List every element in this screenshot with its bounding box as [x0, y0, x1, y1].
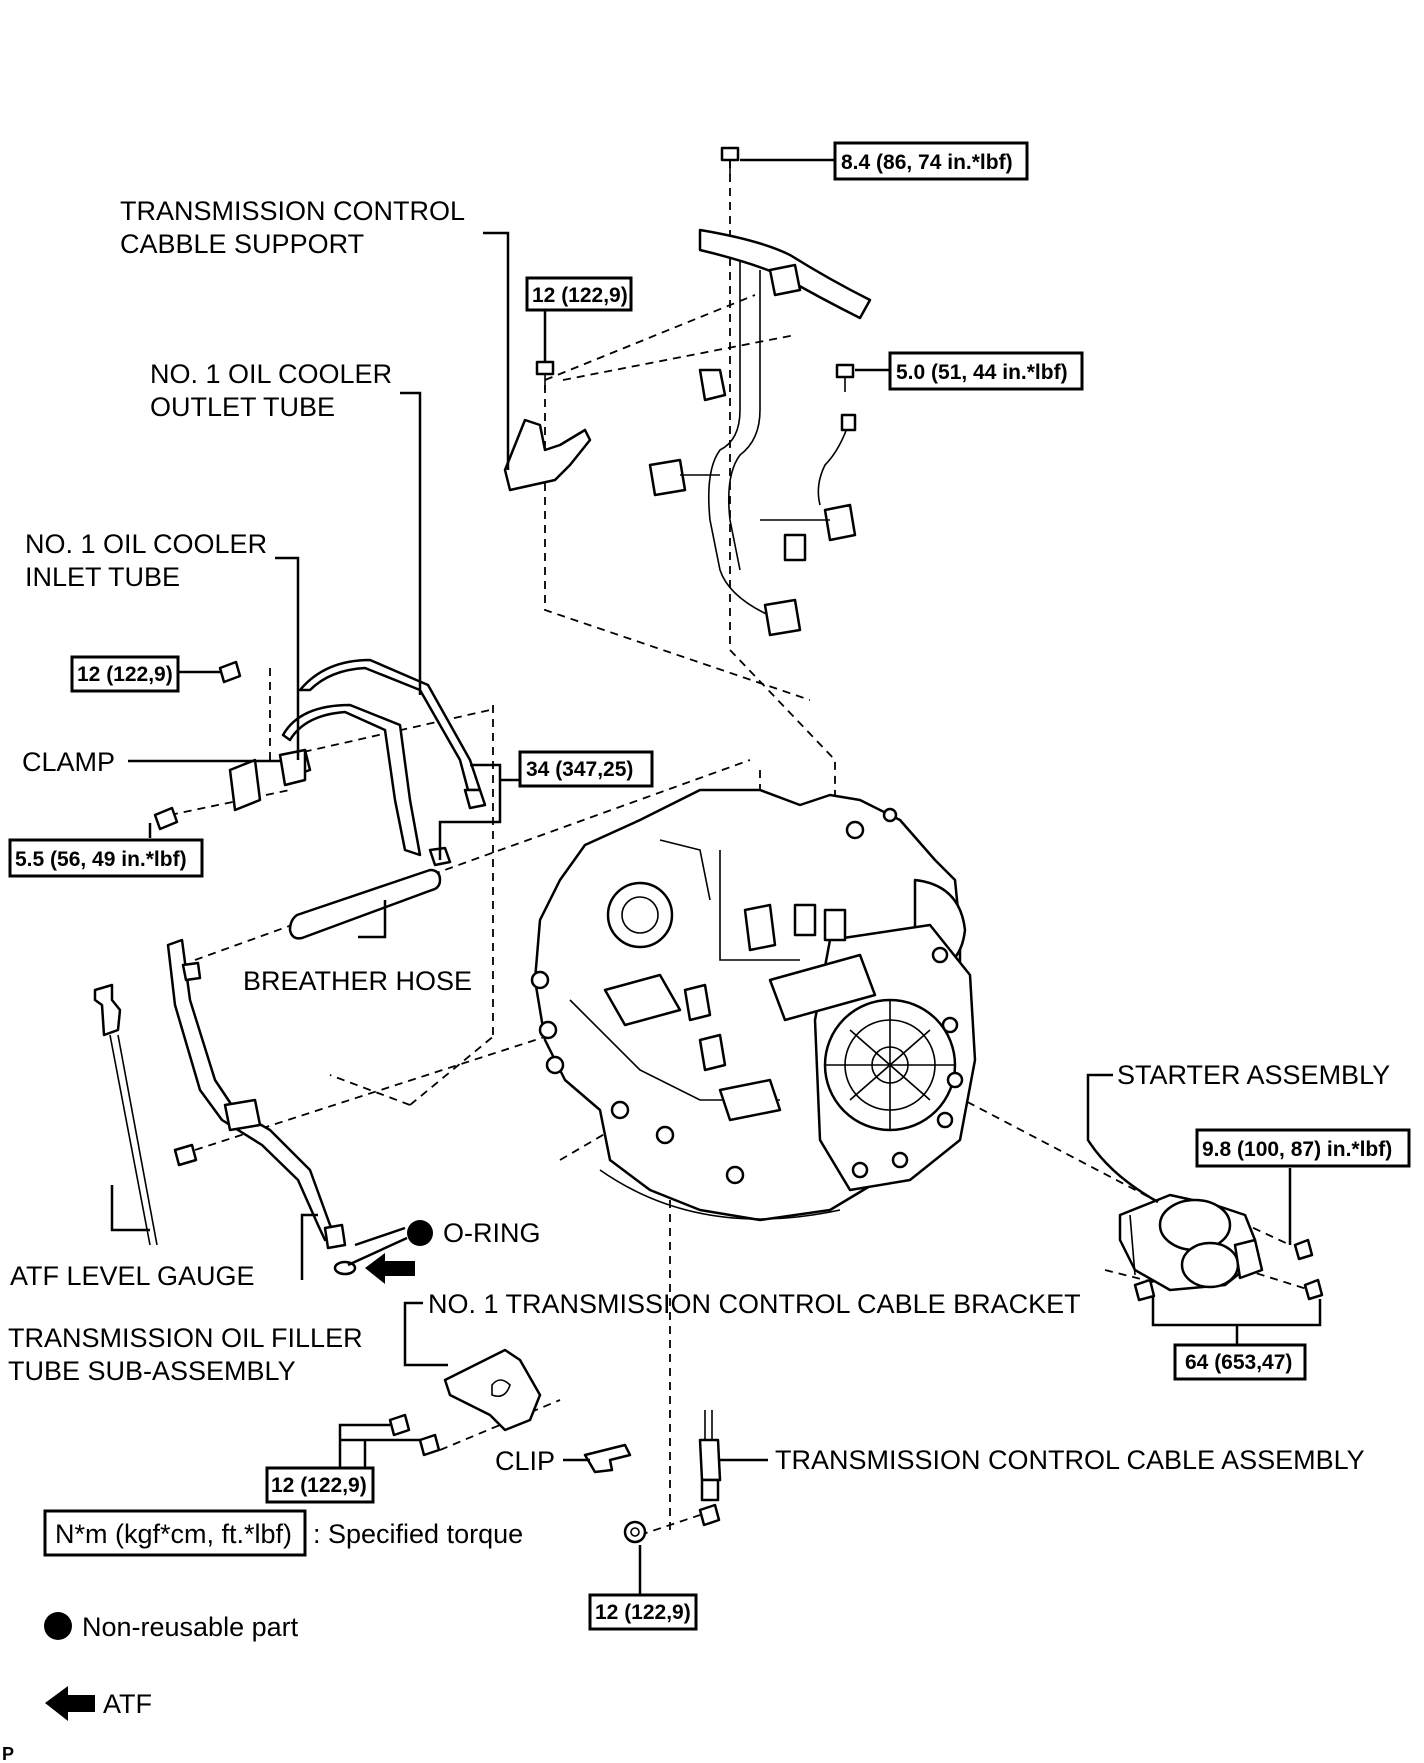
leader-lines [110, 158, 1322, 1595]
label-o-ring: O-RING [443, 1218, 541, 1248]
torque-starter-nut: 9.8 (100, 87) in.*lbf) [1202, 1138, 1392, 1161]
legend-non-reusable: Non-reusable part [82, 1612, 299, 1642]
bolts [153, 146, 1324, 1544]
label-clip: CLIP [495, 1446, 555, 1476]
clamp-part [228, 748, 307, 812]
legend-torque-desc: : Specified torque [313, 1519, 523, 1549]
oil-cooler-tubes [281, 658, 487, 867]
cable-bracket-part [443, 1348, 542, 1432]
atf-gauge-part [93, 983, 158, 1246]
label-cable-assembly: TRANSMISSION CONTROL CABLE ASSEMBLY [775, 1445, 1365, 1475]
torque-ground-bolt: 5.0 (51, 44 in.*lbf) [896, 361, 1068, 384]
torque-starter-bolts: 64 (653,47) [1185, 1351, 1292, 1374]
label-outlet-tube-line1: NO. 1 OIL COOLER [150, 359, 392, 389]
legend-arrow-icon [45, 1686, 95, 1721]
callout-labels: TRANSMISSION CONTROL CABBLE SUPPORT NO. … [8, 196, 1390, 1476]
legend-atf: ATF [103, 1689, 152, 1719]
label-filler-tube-line2: TUBE SUB-ASSEMBLY [8, 1356, 296, 1386]
label-inlet-tube-line1: NO. 1 OIL COOLER [25, 529, 267, 559]
label-clamp: CLAMP [22, 747, 115, 777]
label-cable-support-line2: CABBLE SUPPORT [120, 229, 364, 259]
torque-support-bolt: 12 (122,9) [532, 284, 628, 307]
legend: N*m (kgf*cm, ft.*lbf) : Specified torque… [43, 1509, 523, 1721]
torque-clamp-bolt: 5.5 (56, 49 in.*lbf) [15, 848, 187, 871]
label-outlet-tube-line2: OUTLET TUBE [150, 392, 335, 422]
torque-cable-nut: 12 (122,9) [595, 1601, 691, 1624]
torque-callouts: 8.4 (86, 74 in.*lbf) 12 (122,9) 5.0 (51,… [8, 141, 1411, 1631]
wire-harness [648, 228, 872, 637]
label-filler-tube-line1: TRANSMISSION OIL FILLER [8, 1323, 363, 1353]
control-cable-part [698, 1410, 722, 1502]
label-inlet-tube-line2: INLET TUBE [25, 562, 180, 592]
clip-part [583, 1443, 632, 1474]
corner-mark: P [2, 1744, 14, 1763]
torque-bracket-bolts: 12 (122,9) [271, 1474, 367, 1497]
torque-inlet-bolt: 12 (122,9) [77, 663, 173, 686]
label-cable-support-line1: TRANSMISSION CONTROL [120, 196, 465, 226]
torque-harness-top: 8.4 (86, 74 in.*lbf) [841, 151, 1013, 174]
transmission-case [530, 788, 977, 1222]
cable-support-bracket [503, 418, 592, 492]
non-reusable-dot-icon [407, 1220, 433, 1246]
label-cable-bracket: NO. 1 TRANSMISSION CONTROL CABLE BRACKET [428, 1289, 1081, 1319]
torque-tube-unions: 34 (347,25) [526, 758, 633, 781]
starter-part [1118, 1193, 1264, 1292]
label-starter-assembly: STARTER ASSEMBLY [1117, 1060, 1390, 1090]
breather-hose-part [288, 868, 442, 940]
legend-dot-icon [44, 1612, 72, 1640]
label-breather-hose: BREATHER HOSE [243, 966, 472, 996]
legend-torque-key: N*m (kgf*cm, ft.*lbf) [55, 1519, 292, 1549]
o-ring-markers [347, 1220, 433, 1284]
label-atf-level-gauge: ATF LEVEL GAUGE [10, 1261, 255, 1291]
atf-arrow-icon [365, 1253, 415, 1284]
